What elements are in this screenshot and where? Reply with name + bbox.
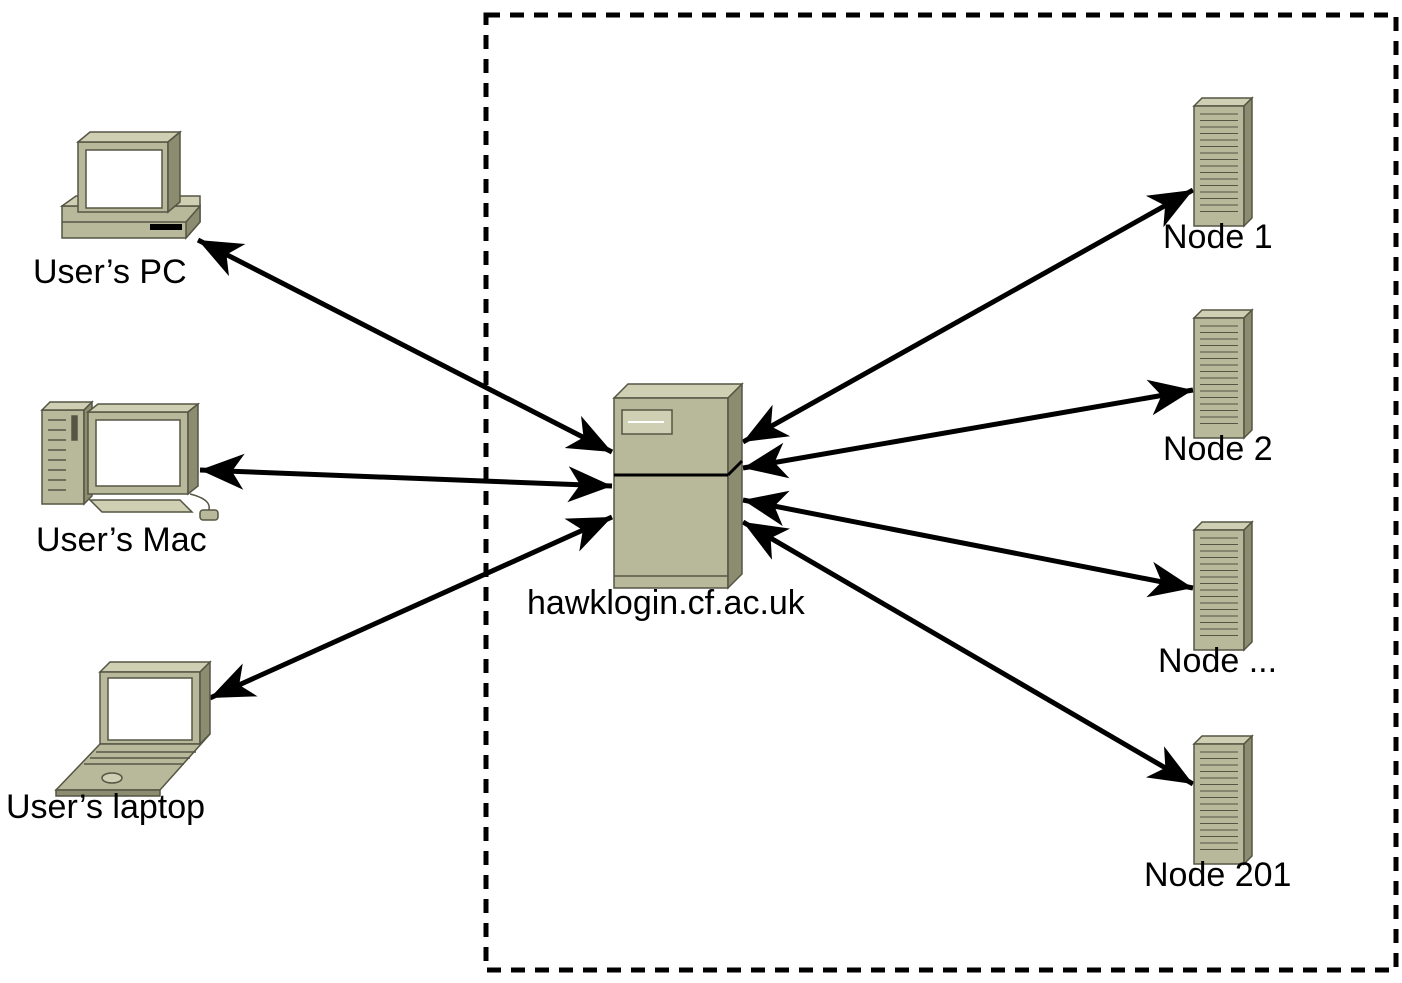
client-label-pc: User’s PC xyxy=(33,253,187,291)
rack-server-icon xyxy=(1192,734,1254,866)
connection-laptop-login-arrowhead-start xyxy=(210,663,258,698)
connection-login-node2-arrowhead-end xyxy=(1146,379,1193,416)
arrowheads xyxy=(198,190,1193,784)
connections xyxy=(196,187,1195,787)
desktop-pc-icon xyxy=(59,130,201,240)
connection-pc-login-arrowhead-start xyxy=(198,240,246,277)
connection-pc-login xyxy=(196,237,614,455)
connection-pc-login-arrowhead-end xyxy=(564,415,612,452)
node-label-1: Node 1 xyxy=(1163,218,1273,256)
connection-login-nodex-arrowhead-end xyxy=(1146,561,1193,598)
connection-login-node1 xyxy=(741,187,1195,445)
client-label-laptop: User’s laptop xyxy=(6,788,205,826)
nodes xyxy=(1192,96,1254,866)
connection-mac-login-arrowhead-start xyxy=(200,453,245,490)
connection-mac-login xyxy=(199,467,613,489)
connection-login-nodex-arrowhead-start xyxy=(743,490,790,527)
connection-login-node201-arrowhead-end xyxy=(1145,746,1193,784)
connection-login-node1-arrowhead-start xyxy=(743,404,791,442)
login-server-label: hawklogin.cf.ac.uk xyxy=(527,584,806,622)
connection-mac-login-arrowhead-end xyxy=(567,466,612,503)
rack-server-icon xyxy=(1192,308,1254,440)
cluster-boundary xyxy=(483,12,1399,973)
connection-login-node201-arrowhead-start xyxy=(743,522,791,560)
connection-login-node2 xyxy=(742,387,1194,471)
connection-laptop-login xyxy=(208,514,614,701)
connection-laptop-login-arrowhead-end xyxy=(564,517,612,552)
connection-login-node2-arrowhead-start xyxy=(743,442,790,479)
connection-login-node201 xyxy=(741,519,1195,787)
connection-login-nodex xyxy=(742,497,1194,591)
desktop-tower-icon xyxy=(40,400,219,521)
rack-server-icon xyxy=(1192,96,1254,228)
node-label-201: Node 201 xyxy=(1144,856,1291,894)
connection-login-node1-arrowhead-end xyxy=(1145,190,1193,228)
server-icon xyxy=(612,382,744,590)
laptop-icon xyxy=(54,660,212,797)
node-label-2: Node 2 xyxy=(1163,430,1273,468)
client-label-mac: User’s Mac xyxy=(36,521,207,559)
node-label-x: Node ... xyxy=(1158,642,1277,680)
rack-server-icon xyxy=(1192,520,1254,652)
